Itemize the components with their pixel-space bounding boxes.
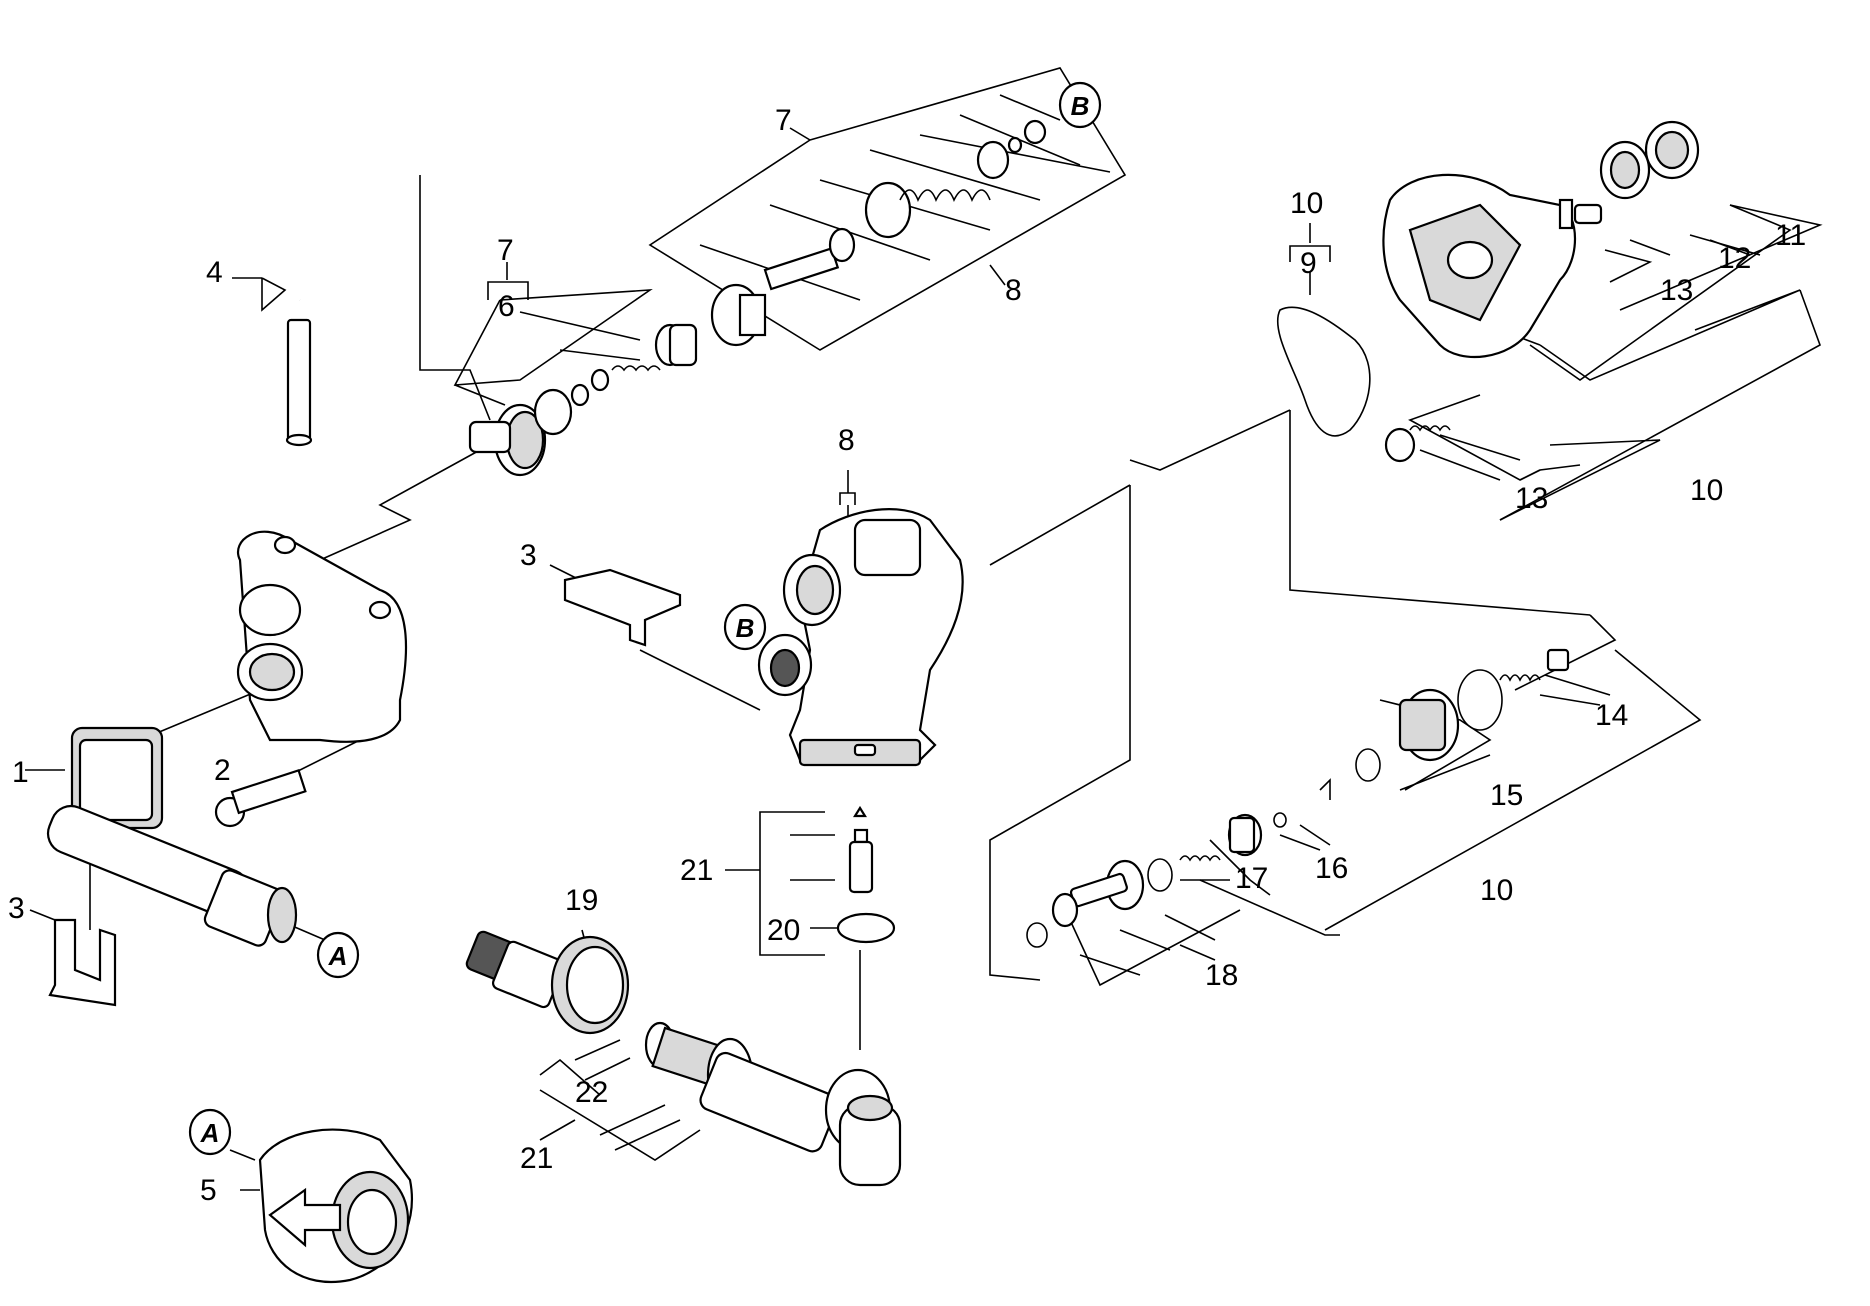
label-8-top: 8	[1005, 274, 1022, 307]
part-number-labels: 1 2 3 3 4 5 7 7 6 8 8 10 9 11 12 13 13 1…	[8, 104, 1806, 1207]
svg-text:B: B	[1071, 91, 1090, 121]
label-22: 22	[575, 1076, 608, 1109]
callout-b-middle: B	[723, 603, 767, 651]
label-21-bottom: 21	[520, 1142, 553, 1175]
label-3-middle: 3	[520, 539, 537, 572]
label-17: 17	[1235, 862, 1268, 895]
bolt-part	[214, 768, 307, 828]
label-14: 14	[1595, 699, 1628, 732]
label-18: 18	[1205, 959, 1238, 992]
clip-part-left	[48, 918, 117, 1007]
svg-text:A: A	[328, 941, 348, 971]
leader-lines	[25, 67, 1823, 1191]
upper-right-small-parts	[1558, 120, 1700, 230]
label-10-right: 10	[1690, 474, 1723, 507]
gun-body-part	[46, 726, 298, 947]
svg-text:A: A	[200, 1118, 220, 1148]
label-10-bottom: 10	[1480, 874, 1513, 907]
valve-parts-chain	[468, 119, 1047, 477]
label-11: 11	[1775, 219, 1806, 252]
label-16: 16	[1315, 852, 1348, 885]
trigger-head-part	[757, 508, 964, 767]
pump-housing-part	[1382, 173, 1577, 359]
clip-part-middle	[563, 568, 682, 647]
callout-a-lower: A	[188, 1108, 232, 1156]
hose-part	[205, 48, 427, 447]
filter-tube-part	[644, 1021, 902, 1187]
label-19: 19	[565, 884, 598, 917]
nozzle-part	[836, 805, 896, 944]
label-7-left: 7	[497, 234, 514, 267]
label-1: 1	[12, 756, 29, 789]
label-15: 15	[1490, 779, 1523, 812]
valve-spring-parts	[1384, 425, 1451, 463]
label-8-middle: 8	[838, 424, 855, 457]
callout-b-upper: B	[1058, 81, 1102, 129]
lower-right-valve-chain	[1026, 648, 1570, 948]
label-5: 5	[200, 1174, 217, 1207]
callout-a-upper: A	[316, 931, 360, 979]
label-13-bottom: 13	[1515, 482, 1548, 515]
coupling-part	[465, 930, 630, 1035]
label-10-top: 10	[1290, 187, 1323, 220]
label-7-top: 7	[775, 104, 792, 137]
label-21-right: 21	[680, 854, 713, 887]
label-3-left: 3	[8, 892, 25, 925]
label-20: 20	[767, 914, 800, 947]
nozzle-cap-part	[258, 1128, 413, 1283]
label-13-top: 13	[1660, 274, 1693, 307]
label-12: 12	[1718, 242, 1751, 275]
label-4: 4	[206, 256, 223, 289]
gasket-part	[1276, 306, 1371, 437]
label-2: 2	[214, 754, 231, 787]
label-6: 6	[498, 290, 515, 323]
svg-text:B: B	[736, 613, 755, 643]
label-9: 9	[1300, 247, 1317, 280]
housing-part	[236, 530, 408, 743]
